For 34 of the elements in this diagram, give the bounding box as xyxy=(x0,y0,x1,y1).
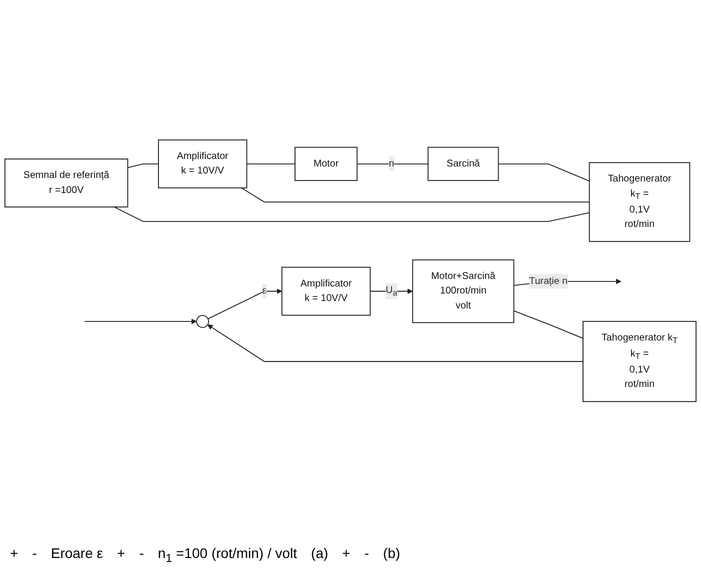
connector xyxy=(513,310,584,339)
node-box xyxy=(588,162,690,242)
node-box xyxy=(582,320,697,402)
connector xyxy=(240,187,590,202)
arrow xyxy=(207,324,584,362)
edge-label: U$_{a}$ xyxy=(386,284,398,298)
node-circle xyxy=(196,314,210,328)
edge-label: Turație n xyxy=(529,276,568,286)
edge-label: ε xyxy=(262,286,267,296)
note-label: - xyxy=(139,545,144,564)
note-label: - xyxy=(32,545,37,564)
connector xyxy=(498,163,590,182)
connector xyxy=(246,163,296,164)
edge-label: n xyxy=(388,158,394,169)
arrow xyxy=(208,288,282,320)
node-box xyxy=(158,139,248,188)
connector xyxy=(114,206,590,222)
note-label: (b) xyxy=(383,545,400,564)
note-label: n$_{1}$ =100 (rot/min) / volt xyxy=(158,545,298,565)
note-label: + xyxy=(117,545,126,564)
arrow xyxy=(84,318,197,324)
connector xyxy=(356,163,429,164)
note-label: Eroare ε xyxy=(50,545,104,564)
node-box xyxy=(4,158,128,208)
node-box xyxy=(294,146,358,181)
node-box xyxy=(428,146,499,181)
node-box xyxy=(281,266,371,316)
block-diagram: n ε U$_{a}$ Turație n Semnal de referință r =100V Amplificator k = 10V/V Motor Sarcină Tahogenerator k$_{T}$ = 0,1V rot/min Amplificator k = 10V/V Motor+Sarcină 100rot/min volt Tahogenerator k$_{T}$ k$_{T}$ = 0,1V rot/min xyxy=(0,134,701,406)
node-box xyxy=(412,259,514,323)
note-label: + xyxy=(10,545,18,564)
note-label: - xyxy=(364,545,370,564)
connector xyxy=(127,163,159,168)
note-label: + xyxy=(342,545,350,564)
note-label: (a) xyxy=(311,545,328,564)
